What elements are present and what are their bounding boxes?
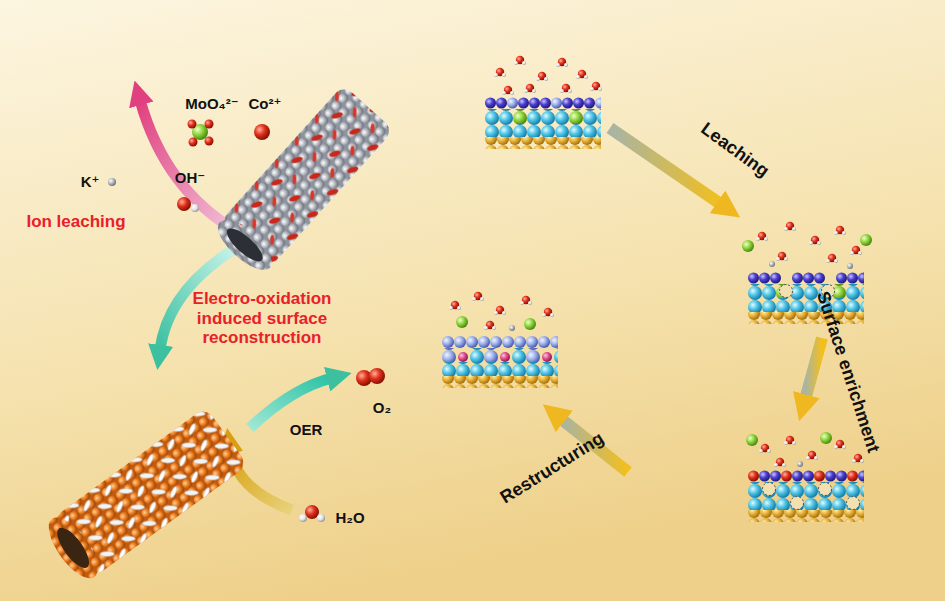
catalyst-slab bbox=[442, 336, 558, 388]
ion-label: OH⁻ bbox=[165, 169, 215, 186]
product-label: O₂ bbox=[362, 399, 402, 416]
water-cluster bbox=[746, 432, 864, 467]
water-cluster bbox=[449, 292, 554, 331]
water-cluster bbox=[742, 222, 872, 269]
step-arrow bbox=[805, 338, 822, 400]
ion-spheres bbox=[108, 120, 385, 523]
catalyst-slab bbox=[485, 97, 601, 149]
ion-label: MoO₄²⁻ bbox=[167, 95, 257, 112]
step-label: Leaching bbox=[684, 109, 785, 190]
process-label: Electro-oxidation induced surface recons… bbox=[170, 289, 355, 348]
reconstructed-nanotube bbox=[40, 407, 248, 586]
ion-label: Co²⁺ bbox=[235, 95, 295, 112]
step-label: Restructuring bbox=[487, 422, 617, 514]
catalyst-slab bbox=[748, 272, 864, 324]
catalyst-slab bbox=[748, 470, 864, 522]
step-label: Surface enrichment bbox=[807, 274, 888, 471]
process-label: Ion leaching bbox=[11, 212, 141, 232]
oer-arrow bbox=[250, 378, 332, 428]
ion-label: K⁺ bbox=[70, 173, 110, 190]
reactant-label: H₂O bbox=[325, 509, 375, 526]
water-cluster bbox=[494, 56, 602, 95]
leaching-arrow bbox=[140, 100, 238, 232]
reaction-label: OER bbox=[276, 421, 336, 438]
pristine-nanotube bbox=[210, 85, 394, 278]
